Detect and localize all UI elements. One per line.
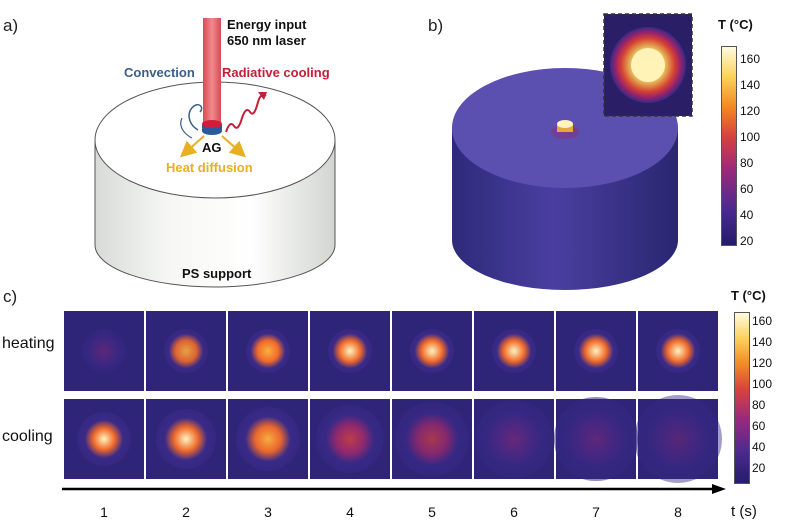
convection-label: Convection xyxy=(124,65,195,80)
thermal-spot xyxy=(395,402,469,476)
laser-beam xyxy=(203,18,221,126)
thermal-frame xyxy=(474,399,554,479)
thermal-spot xyxy=(81,328,127,374)
cb-c-tick: 20 xyxy=(752,461,766,475)
colorbar-b-ticks: 160 140 120 100 80 60 40 20 xyxy=(740,38,780,252)
thermal-frame xyxy=(554,397,638,481)
cb-c-tick: 140 xyxy=(752,335,773,349)
ag-disk-top xyxy=(202,120,222,128)
thermal-frame xyxy=(556,311,636,391)
time-tick-label: 2 xyxy=(182,504,190,520)
thermal-spot xyxy=(163,328,209,374)
row-label-cooling: cooling xyxy=(2,428,53,445)
panel-b-simulation xyxy=(452,13,693,290)
cb-b-tick: 60 xyxy=(740,182,754,196)
time-tick-label: 8 xyxy=(674,504,682,520)
thermal-frame xyxy=(392,399,472,479)
radiative-cooling-wave xyxy=(225,93,267,133)
thermal-spot xyxy=(409,328,455,374)
thermal-frame xyxy=(146,399,226,479)
colorbar-c-title: T (°C) xyxy=(731,288,766,303)
cb-b-tick: 20 xyxy=(740,234,754,248)
time-tick-label: 7 xyxy=(592,504,600,520)
time-tick-label: 5 xyxy=(428,504,436,520)
energy-input-label: Energy input xyxy=(227,17,307,32)
time-tick-label: 3 xyxy=(264,504,272,520)
convection-swirl xyxy=(188,103,203,131)
cb-b-tick: 80 xyxy=(740,156,754,170)
panel-label-b: b) xyxy=(428,16,444,35)
time-tick-label: 4 xyxy=(346,504,354,520)
thermal-spot xyxy=(634,395,722,483)
frames-cooling-row xyxy=(64,395,722,483)
row-label-heating: heating xyxy=(2,335,55,352)
heat-diffusion-label: Heat diffusion xyxy=(166,160,253,175)
time-axis-label: t (s) xyxy=(731,503,757,520)
sim-ag-disk xyxy=(557,120,573,128)
cb-c-tick: 120 xyxy=(752,356,773,370)
panel-label-a: a) xyxy=(3,16,19,35)
cb-b-tick: 40 xyxy=(740,208,754,222)
thermal-spot xyxy=(474,399,554,479)
thermal-frame xyxy=(146,311,226,391)
thermal-spot xyxy=(156,409,216,469)
thermal-spot xyxy=(554,397,638,481)
time-tick-labels: 1 2 3 4 5 6 7 8 xyxy=(64,504,720,522)
thermal-spot xyxy=(573,328,619,374)
thermal-spot xyxy=(327,328,373,374)
thermal-spot xyxy=(315,404,385,474)
colorbar-b-title: T (°C) xyxy=(718,17,753,32)
ps-support-label: PS support xyxy=(182,266,252,281)
thermal-frame xyxy=(310,399,390,479)
cb-b-tick: 100 xyxy=(740,130,761,144)
time-axis xyxy=(62,484,726,494)
thermal-frame xyxy=(228,399,308,479)
colorbar-c xyxy=(734,312,750,484)
thermal-spot xyxy=(76,411,132,467)
cb-c-tick: 80 xyxy=(752,398,766,412)
laser-label: 650 nm laser xyxy=(227,33,306,48)
thermal-frame xyxy=(310,311,390,391)
thermal-frame xyxy=(64,399,144,479)
colorbar-c-ticks: 160 140 120 100 80 60 40 20 xyxy=(752,306,786,490)
thermal-frame xyxy=(392,311,472,391)
thermal-frame xyxy=(638,311,718,391)
cb-c-tick: 100 xyxy=(752,377,773,391)
thermal-spot xyxy=(245,328,291,374)
cb-b-tick: 120 xyxy=(740,104,761,118)
thermal-frame xyxy=(634,395,722,483)
radiative-cooling-label: Radiative cooling xyxy=(222,65,330,80)
colorbar-b xyxy=(721,46,737,246)
cb-c-tick: 60 xyxy=(752,419,766,433)
ag-label: AG xyxy=(202,140,222,155)
thermal-frame xyxy=(474,311,554,391)
thermal-spot xyxy=(236,407,300,471)
panel-a-schematic xyxy=(94,18,336,288)
cb-c-tick: 40 xyxy=(752,440,766,454)
thermal-frame xyxy=(64,311,144,391)
time-tick-label: 6 xyxy=(510,504,518,520)
cb-b-tick: 140 xyxy=(740,78,761,92)
cb-b-tick: 160 xyxy=(740,52,761,66)
cb-c-tick: 160 xyxy=(752,314,773,328)
thermal-frame xyxy=(228,311,308,391)
thermal-spot xyxy=(491,328,537,374)
time-tick-label: 1 xyxy=(100,504,108,520)
panel-label-c: c) xyxy=(3,287,18,306)
thermal-spot xyxy=(655,328,701,374)
frames-heating-row xyxy=(64,311,720,391)
